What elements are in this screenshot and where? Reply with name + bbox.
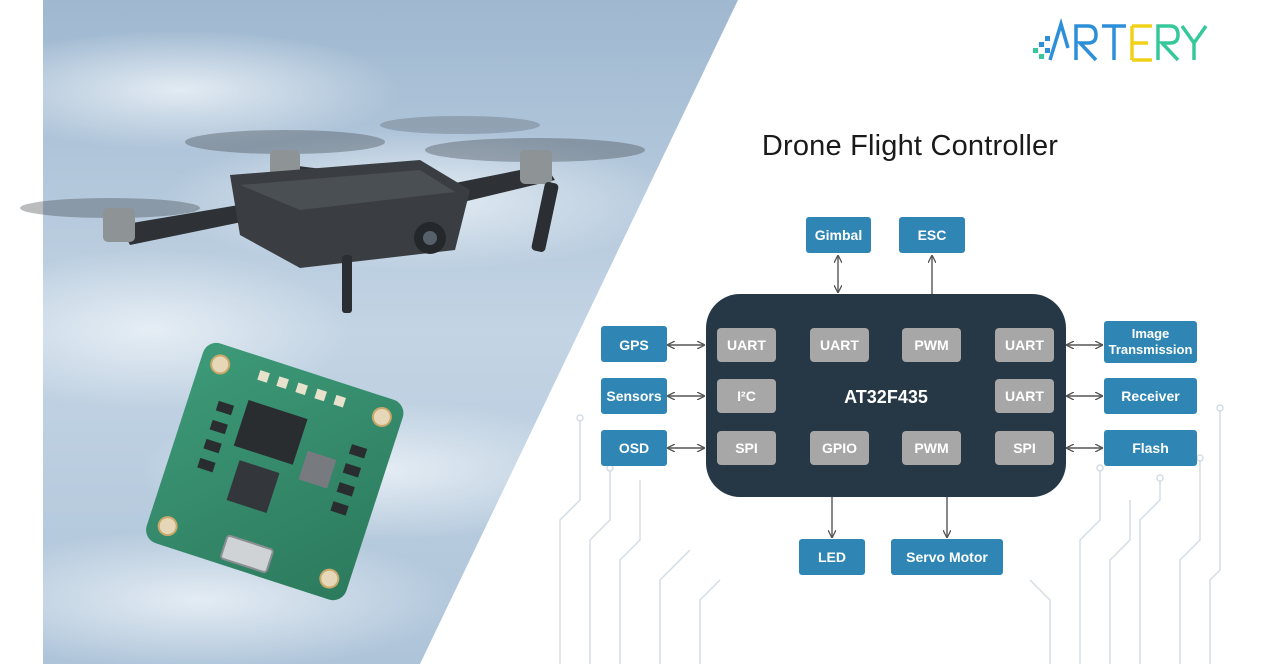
- circuit-traces: [559, 404, 1224, 664]
- peripheral-esc: ESC: [918, 227, 947, 243]
- peripheral-image-transmission-box: [1104, 321, 1197, 363]
- logo-letters: [1074, 24, 1208, 62]
- port-box: [717, 431, 776, 465]
- diagram-title: Drone Flight Controller: [761, 130, 1059, 162]
- drone-photo: [20, 116, 645, 313]
- port-box: [810, 328, 869, 362]
- peripheral-osd-box: [601, 430, 667, 466]
- port-label: PWM: [914, 440, 948, 456]
- peripheral-led: LED: [818, 549, 846, 565]
- peripheral-flash-box: [1104, 430, 1197, 466]
- port-box: [902, 431, 961, 465]
- port-box: [717, 379, 776, 413]
- peripheral-receiver: Receiver: [1121, 388, 1180, 404]
- artery-logo: [1033, 18, 1208, 62]
- peripheral-sensors: Sensors: [606, 388, 661, 404]
- peripheral-servo-motor: Servo Motor: [906, 549, 988, 565]
- port-label: GPIO: [822, 440, 857, 456]
- peripheral-receiver-box: [1104, 378, 1197, 414]
- connectors: [668, 256, 1102, 537]
- peripheral-gps: GPS: [619, 337, 649, 353]
- port-box: [810, 431, 869, 465]
- port-label: UART: [1005, 388, 1044, 404]
- peripheral-esc-box: [899, 217, 965, 253]
- port-box: [995, 379, 1054, 413]
- peripheral-gimbal: Gimbal: [815, 227, 862, 243]
- flight-controller-board-photo: [146, 342, 404, 601]
- port-box: [717, 328, 776, 362]
- peripheral-sensors-box: [601, 378, 667, 414]
- peripheral-image-transmission-line2: Transmission: [1109, 342, 1193, 357]
- port-label: SPI: [1013, 440, 1036, 456]
- mcu-ports: UART UART PWM UART I²C UART SPI GPIO PWM…: [717, 328, 1054, 465]
- peripheral-gps-box: [601, 326, 667, 362]
- peripheral-osd: OSD: [619, 440, 649, 456]
- port-box: [995, 328, 1054, 362]
- peripheral-gimbal-box: [806, 217, 871, 253]
- peripheral-flash: Flash: [1132, 440, 1169, 456]
- peripheral-servo-motor-box: [891, 539, 1003, 575]
- logo-mark-icon: [1033, 18, 1070, 61]
- port-box: [995, 431, 1054, 465]
- port-label: UART: [820, 337, 859, 353]
- peripheral-led-box: [799, 539, 865, 575]
- mcu-name: AT32F435: [844, 387, 928, 407]
- peripheral-image-transmission-line1: Image: [1132, 326, 1170, 341]
- port-box: [902, 328, 961, 362]
- port-label: SPI: [735, 440, 758, 456]
- port-label: I²C: [737, 388, 756, 404]
- port-label: UART: [1005, 337, 1044, 353]
- port-label: UART: [727, 337, 766, 353]
- mcu-block: [706, 294, 1066, 497]
- peripherals: Gimbal ESC GPS Sensors OSD Image Transmi…: [601, 217, 1197, 575]
- port-label: PWM: [914, 337, 948, 353]
